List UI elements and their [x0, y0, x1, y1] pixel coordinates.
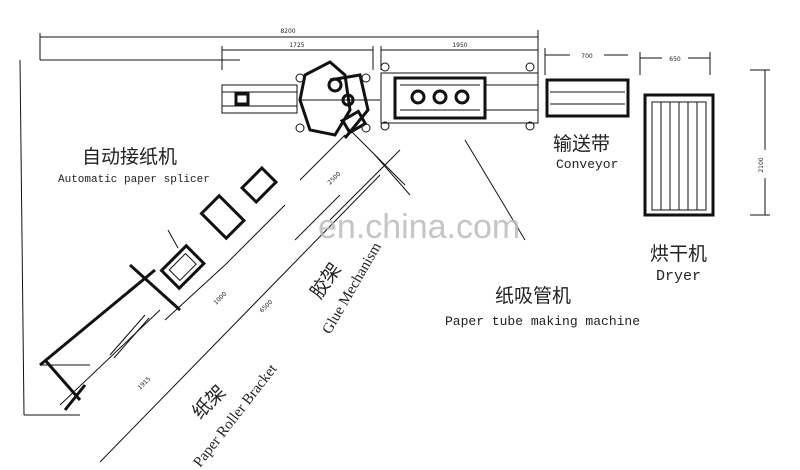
dim-conveyor-width: 700 [581, 53, 593, 60]
dryer [643, 93, 715, 217]
tube-label-cn: 纸吸管机 [495, 285, 571, 307]
conveyor-label-cn: 输送带 [553, 133, 610, 155]
glue-mechanism [159, 165, 279, 291]
dim-splicer-depth: 1000 [212, 291, 228, 307]
dim-glue-section: 2500 [326, 171, 342, 187]
splicer-label-en: Automatic paper splicer [58, 174, 210, 186]
dim-diagonal-total: 6500 [258, 299, 274, 315]
tube-machine [380, 62, 539, 131]
splicer-label-cn: 自动接纸机 [82, 146, 177, 168]
dim-roller-section: 1915 [136, 376, 152, 392]
paper-roller-bracket [39, 263, 182, 411]
dim-total: 8200 [280, 28, 295, 35]
conveyor [545, 78, 630, 118]
watermark: en.china.com [318, 208, 520, 246]
dryer-label-cn: 烘干机 [650, 243, 707, 265]
splicer-machine [221, 60, 380, 139]
dim-splicer-section: 1725 [289, 42, 304, 49]
tube-label-en: Paper tube making machine [445, 314, 640, 329]
dim-tube-section: 1950 [452, 42, 467, 49]
dim-dryer-length: 2100 [758, 157, 765, 172]
leader-lines [167, 139, 526, 249]
dim-dryer-width: 650 [669, 56, 681, 63]
conveyor-label-en: Conveyor [556, 157, 618, 172]
dryer-label-en: Dryer [656, 268, 701, 285]
